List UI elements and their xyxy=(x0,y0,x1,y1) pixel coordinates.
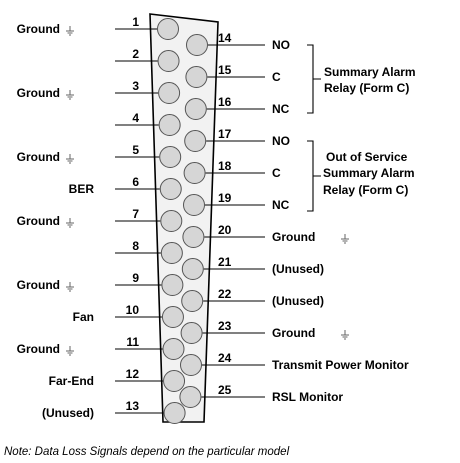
pin-label-10: Fan xyxy=(73,310,94,324)
pin-label-13: (Unused) xyxy=(42,406,94,420)
pin-label-9: Ground xyxy=(17,278,60,292)
group-label-oos-line3: Relay (Form C) xyxy=(323,183,408,197)
ground-icon xyxy=(66,90,74,100)
pin-label-7: Ground xyxy=(17,214,60,228)
group-label-summary-alarm-line1: Summary Alarm xyxy=(324,65,416,79)
pin-18 xyxy=(183,162,206,184)
pin-number-5: 5 xyxy=(132,143,139,157)
ground-icon xyxy=(66,218,74,228)
pin-10 xyxy=(161,306,184,328)
pin-number-18: 18 xyxy=(218,159,232,173)
pin-4 xyxy=(158,114,181,136)
pin-number-23: 23 xyxy=(218,319,232,333)
ground-icon xyxy=(66,346,74,356)
pin-number-14: 14 xyxy=(218,31,232,45)
pin-23 xyxy=(180,322,203,344)
pin-label-16: NC xyxy=(272,102,290,116)
ground-icon xyxy=(66,26,74,36)
group-label-oos-line1: Out of Service xyxy=(326,150,408,164)
pin-labels: 1Ground23Ground45Ground6BER7Ground89Grou… xyxy=(17,15,409,420)
connector-pins xyxy=(157,18,208,424)
group-bracket-summary-alarm xyxy=(307,44,321,114)
pin-number-8: 8 xyxy=(132,239,139,253)
pin-label-6: BER xyxy=(69,182,95,196)
pin-number-20: 20 xyxy=(218,223,232,237)
pin-number-3: 3 xyxy=(132,79,139,93)
pin-number-24: 24 xyxy=(218,351,232,365)
pin-number-9: 9 xyxy=(132,271,139,285)
pin-number-15: 15 xyxy=(218,63,232,77)
pin-15 xyxy=(185,66,208,88)
pin-label-24: Transmit Power Monitor xyxy=(272,358,409,372)
pin-1 xyxy=(157,18,179,40)
pin-number-16: 16 xyxy=(218,95,232,109)
pin-25 xyxy=(179,386,202,408)
ground-icon xyxy=(66,282,74,292)
pin-number-17: 17 xyxy=(218,127,232,141)
group-label-summary-alarm-line2: Relay (Form C) xyxy=(324,81,409,95)
pin-11 xyxy=(162,338,185,360)
pin-number-11: 11 xyxy=(126,335,139,349)
ground-icon xyxy=(341,330,349,340)
pin-13 xyxy=(163,402,186,424)
pin-label-5: Ground xyxy=(17,150,60,164)
pin-label-18: C xyxy=(272,166,281,180)
ground-icon xyxy=(66,154,74,164)
pin-label-19: NC xyxy=(272,198,290,212)
pin-20 xyxy=(182,226,205,248)
pin-17 xyxy=(184,130,207,152)
pin-8 xyxy=(160,242,183,264)
pin-22 xyxy=(181,290,204,312)
pin-24 xyxy=(180,354,202,376)
pin-2 xyxy=(157,50,180,72)
pin-5 xyxy=(159,146,182,168)
pin-label-14: NO xyxy=(272,38,290,52)
pin-label-23: Ground xyxy=(272,326,315,340)
group-bracket-out-of-service xyxy=(307,140,321,212)
pin-19 xyxy=(183,194,205,216)
pin-number-1: 1 xyxy=(132,15,139,29)
pin-number-12: 12 xyxy=(126,367,140,381)
pin-number-10: 10 xyxy=(126,303,140,317)
group-label-oos-line2: Summary Alarm xyxy=(323,166,415,180)
pin-3 xyxy=(158,82,181,104)
pin-12 xyxy=(163,370,186,392)
pin-number-21: 21 xyxy=(218,255,232,269)
leader-lines xyxy=(115,28,265,414)
pin-label-21: (Unused) xyxy=(272,262,324,276)
footnote: Note: Data Loss Signals depend on the pa… xyxy=(4,446,290,458)
pin-label-20: Ground xyxy=(272,230,315,244)
pin-number-25: 25 xyxy=(218,383,232,397)
pin-number-19: 19 xyxy=(218,191,232,205)
pin-6 xyxy=(159,178,182,200)
pin-7 xyxy=(160,210,183,232)
pin-label-3: Ground xyxy=(17,86,60,100)
pin-label-11: Ground xyxy=(17,342,60,356)
pin-21 xyxy=(181,258,204,280)
pin-number-2: 2 xyxy=(132,47,139,61)
pin-number-7: 7 xyxy=(132,207,139,221)
ground-icon xyxy=(341,234,349,244)
pin-label-22: (Unused) xyxy=(272,294,324,308)
pin-label-15: C xyxy=(272,70,281,84)
pin-label-12: Far-End xyxy=(49,374,94,388)
pin-label-25: RSL Monitor xyxy=(272,390,343,404)
pin-label-17: NO xyxy=(272,134,290,148)
pin-16 xyxy=(184,98,207,120)
pin-14 xyxy=(186,34,208,56)
pin-9 xyxy=(161,274,184,296)
pin-number-13: 13 xyxy=(126,399,140,413)
pin-label-1: Ground xyxy=(17,22,60,36)
signal-groups: Summary Alarm Relay (Form C) Out of Serv… xyxy=(307,44,416,212)
pin-number-4: 4 xyxy=(132,111,139,125)
pin-number-22: 22 xyxy=(218,287,232,301)
pin-number-6: 6 xyxy=(132,175,139,189)
